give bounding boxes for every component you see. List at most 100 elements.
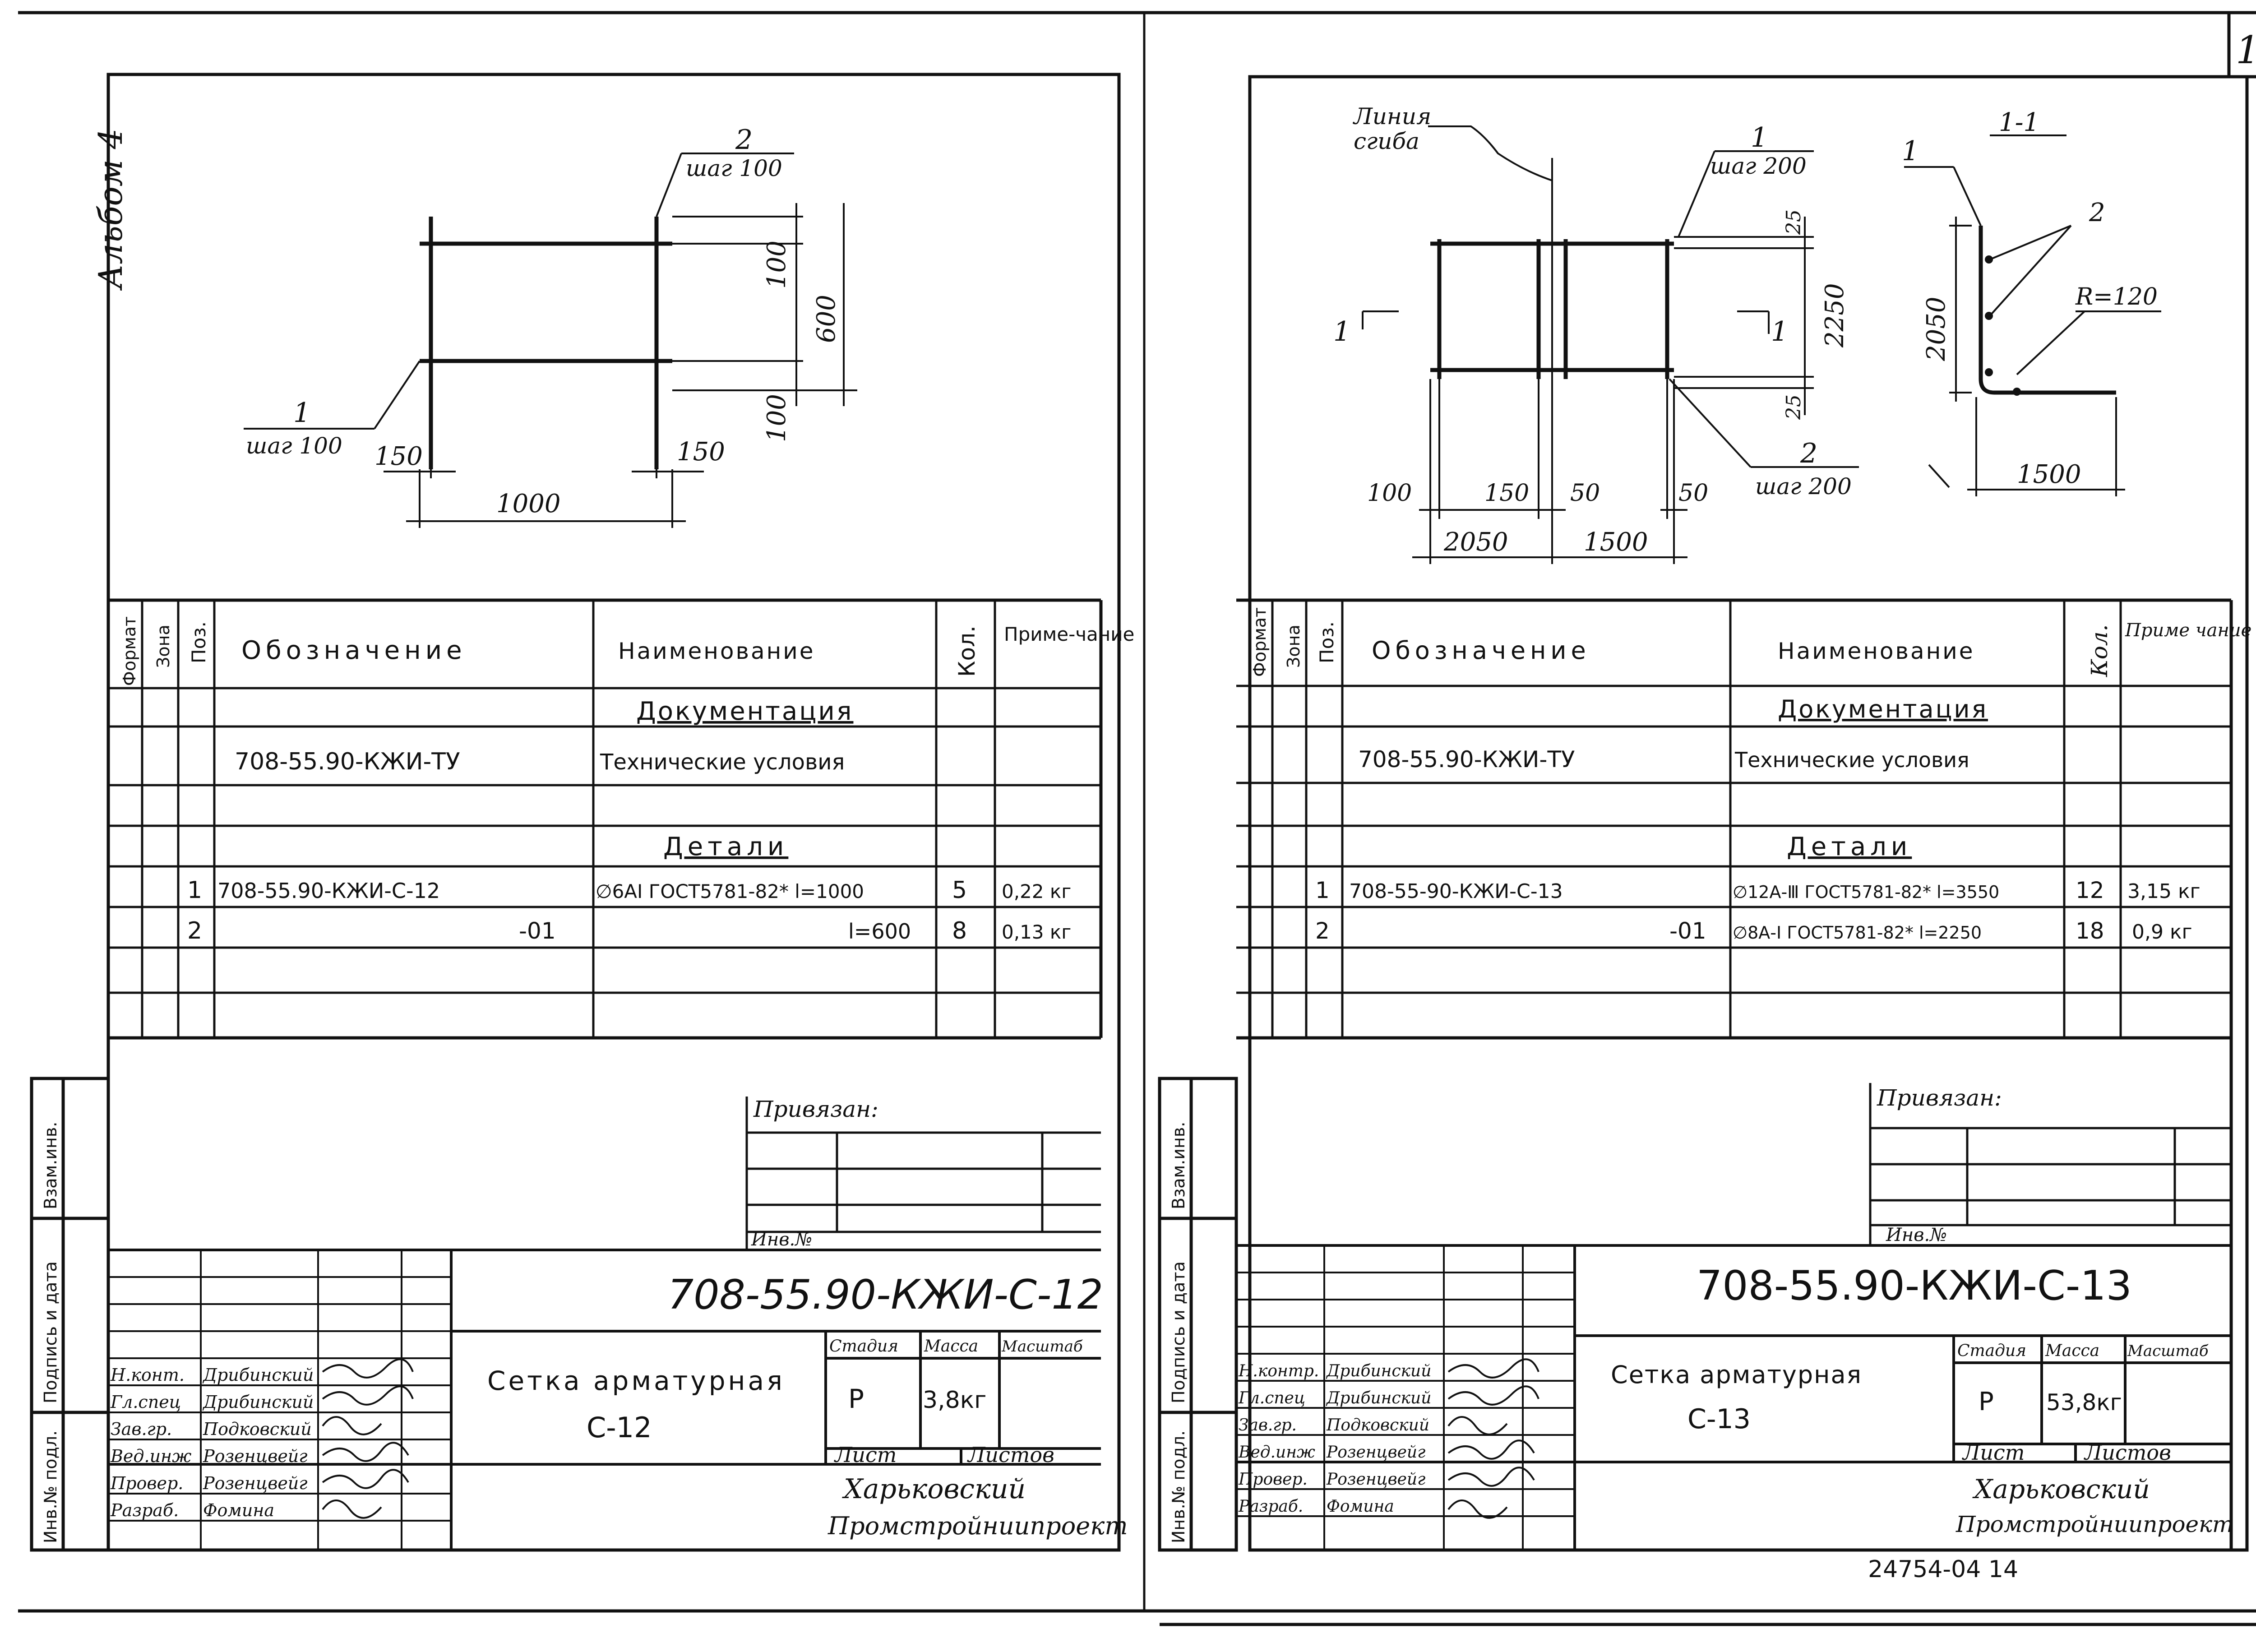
dim-100-bottom: 100 [762,394,791,442]
left-mark: С-12 [587,1411,652,1444]
left-inv-no: Инв.№ [751,1229,812,1250]
row2-note: 0,13 кг [1002,921,1071,943]
left-role-2: Гл.спец [110,1392,181,1412]
right-sheets: Листов [2084,1440,2171,1465]
right-row2-name: ∅8А-Ⅰ ГОСТ5781-82* l=2250 [1733,923,1982,943]
right-doc-designation: 708-55.90-КЖИ-ТУ [1358,746,1575,773]
right-stamp-podpis: Подпись и дата [1169,1261,1188,1403]
left-mesh-drawing [420,217,672,469]
section-1-1 [1979,226,2116,395]
pos1-step: шаг 100 [246,433,342,459]
right-org-2: Промстройниипроект [1956,1511,2233,1537]
right-privyazan: Привязан: [1877,1085,2002,1111]
right-pos2-label: 2 [1800,438,1817,469]
right-stage: Р [1979,1387,1994,1416]
right-col-stage: Стадия [1957,1342,2026,1360]
left-role-5: Провер. [110,1473,183,1493]
left-org-2: Промстройниипроект [828,1512,1128,1540]
left-stamp-inv: Инв.№ подл. [41,1430,60,1543]
right-role-5: Провер. [1238,1470,1308,1489]
right-row2-note: 0,9 кг [2132,921,2192,944]
right-stamp-vzam: Взам.инв. [1169,1122,1188,1209]
left-spec-grid [108,598,1103,1040]
right-section-documentation: Документация [1778,695,1988,723]
sec-dim-2050: 2050 [1922,296,1951,361]
right-person-3: Подковский [1326,1416,1429,1435]
doc-designation: 708-55.90-КЖИ-ТУ [235,748,460,775]
dim-150: 150 [1484,480,1529,507]
right-col-format: Формат [1250,607,1270,677]
section-mark: 1-1 [1999,108,2039,137]
left-mass: 3,8кг [923,1387,986,1414]
pos2-label: 2 [735,124,753,156]
left-stamp-podpis: Подпись и дата [41,1261,60,1403]
cut-right: 1 [1771,316,1788,347]
right-person-2: Дрибинский [1326,1389,1431,1407]
row1-qty: 5 [952,877,967,904]
row2-designation: -01 [519,918,556,944]
right-pos1-label: 1 [1751,122,1768,153]
row2-name: l=600 [848,919,911,944]
left-stage: Р [848,1384,864,1414]
right-row2-poz: 2 [1315,918,1330,944]
right-sheet: Лист [1962,1440,2025,1465]
left-sheets: Листов [967,1443,1054,1467]
right-role-2: Гл.спец [1238,1389,1305,1407]
right-inv-no: Инв.№ [1886,1225,1947,1245]
right-role-6: Разраб. [1238,1497,1303,1516]
dim-50-a: 50 [1570,480,1600,507]
dim-100-top: 100 [762,241,791,289]
left-person-6: Фомина [203,1500,274,1520]
right-doc-code: 708-55.90-КЖИ-С-13 [1697,1262,2132,1310]
row1-name: ∅6АⅠ ГОСТ5781-82* l=1000 [596,880,864,902]
right-person-6: Фомина [1327,1497,1394,1516]
dim-150-right: 150 [677,437,725,467]
row2-poz: 2 [187,917,202,944]
cut-left: 1 [1333,316,1350,347]
col-zona: Зона [153,625,173,668]
left-person-1: Дрибинский [202,1365,314,1385]
left-role-6: Разраб. [110,1500,179,1520]
left-role-4: Вед.инж [110,1446,191,1466]
dim-2250: 2250 [1820,283,1849,348]
left-col-stage: Стадия [829,1337,898,1356]
dim-150-left: 150 [374,442,423,471]
sheet-number: 13 [2236,28,2256,72]
section-parts: Детали [663,832,788,861]
doc-name: Технические условия [600,750,845,775]
right-role-4: Вед.инж [1238,1443,1315,1462]
right-mark: С-13 [1687,1403,1751,1435]
col-designation: Обозначение [241,636,467,665]
left-title: Сетка арматурная [487,1365,785,1396]
right-person-4: Розенцвейг [1326,1443,1425,1462]
right-spec-grid [1236,598,2233,1040]
right-person-1: Дрибинский [1326,1362,1431,1380]
left-col-scale: Масштаб [1001,1337,1083,1356]
bend-line-label-2: сгиба [1354,128,1419,154]
sec-radius: R=120 [2075,283,2158,310]
right-stamp-inv: Инв.№ подл. [1169,1430,1188,1543]
left-person-4: Розенцвейг [203,1446,308,1466]
right-col-zona: Зона [1284,625,1304,668]
pos1-label: 1 [293,397,310,429]
left-stamp-vzam: Взам.инв. [41,1122,60,1209]
left-role-1: Н.конт. [110,1365,185,1385]
right-person-5: Розенцвейг [1326,1470,1425,1489]
right-col-scale: Масштаб [2127,1342,2209,1360]
right-row1-name: ∅12А-Ⅲ ГОСТ5781-82* l=3550 [1733,882,1999,902]
right-col-note: Приме чание [2125,620,2251,641]
sec-pos1: 1 [1902,135,1919,167]
dim-2050: 2050 [1443,528,1508,557]
section-documentation: Документация [636,697,853,726]
right-col-mass: Масса [2045,1342,2099,1360]
left-person-3: Подковский [203,1419,312,1439]
left-person-2: Дрибинский [202,1392,314,1412]
stamp-number: 24754-04 14 [1868,1556,2018,1583]
row1-note: 0,22 кг [1002,880,1071,902]
right-role-3: Зав.гр. [1239,1416,1297,1435]
right-row2-qty: 18 [2076,918,2104,944]
bend-line-label-1: Линия [1352,103,1431,130]
left-role-3: Зав.гр. [111,1419,172,1439]
dim-25-bottom: 25 [1782,394,1805,420]
